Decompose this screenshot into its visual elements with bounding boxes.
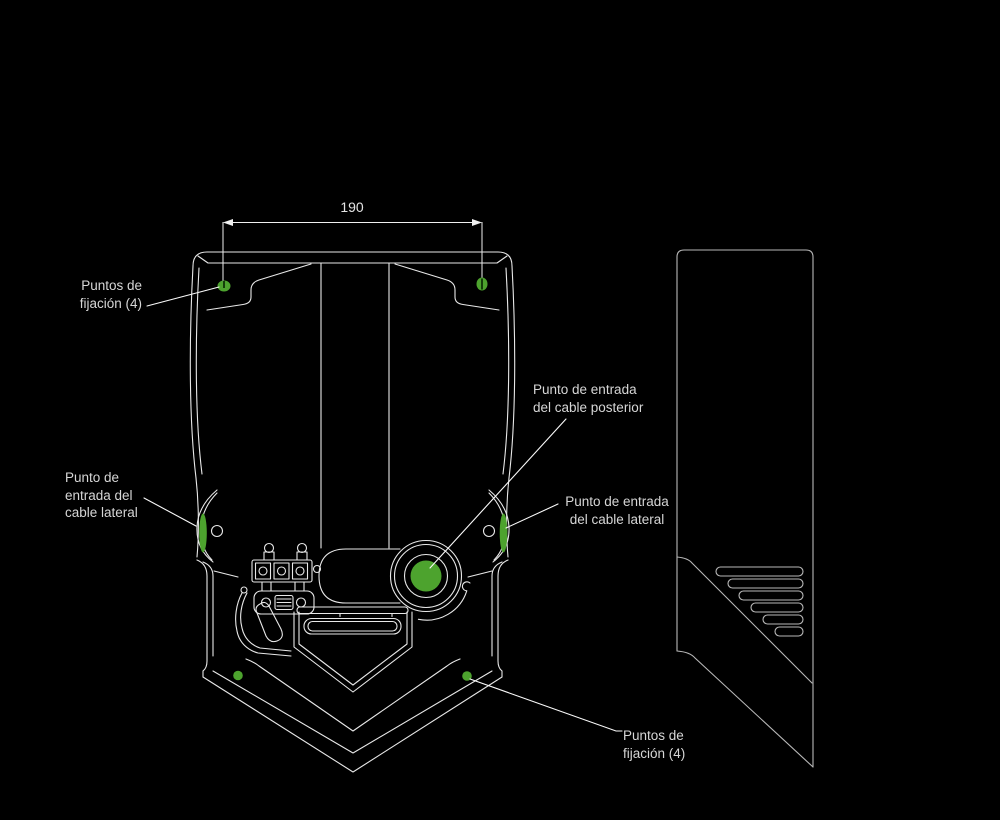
dimension-arrow-right bbox=[472, 219, 482, 226]
terminal-cell-1 bbox=[254, 562, 272, 580]
top-pocket-right bbox=[394, 263, 500, 311]
vent-slot-1 bbox=[715, 566, 804, 577]
hook-knob bbox=[240, 586, 248, 594]
vent-slot-4 bbox=[750, 602, 804, 613]
dimension-lines bbox=[222, 219, 483, 281]
terminal-hole-2 bbox=[276, 566, 287, 576]
body-right-inner-edge bbox=[502, 267, 510, 475]
fixing-point-bottom-left bbox=[233, 670, 243, 681]
body-left-edge bbox=[189, 265, 199, 558]
right-bulge-shelf bbox=[467, 570, 493, 578]
label-line: Punto de entrada bbox=[565, 494, 669, 509]
hook-inner bbox=[240, 592, 292, 652]
leader-side-entry-left bbox=[143, 497, 197, 527]
gland-stadium bbox=[318, 548, 401, 604]
bottom-v-outer bbox=[202, 676, 503, 773]
left-rail-inner bbox=[202, 561, 214, 657]
leader-fixing-top bbox=[146, 286, 220, 307]
terminal-stem-left bbox=[263, 551, 275, 561]
right-rail-inner bbox=[491, 561, 503, 657]
din-clip bbox=[274, 594, 294, 611]
vent-slot-3 bbox=[738, 590, 804, 601]
body-top-inner-line bbox=[197, 255, 508, 264]
vent-slot-2 bbox=[727, 578, 804, 589]
hook-teardrop bbox=[255, 601, 283, 643]
slot-bar-thin bbox=[296, 606, 409, 615]
hook-outer bbox=[235, 592, 292, 657]
central-channel bbox=[320, 262, 390, 549]
label-fixing-points-top: Puntos de fijación (4) bbox=[38, 277, 142, 312]
label-line: Puntos de bbox=[81, 278, 142, 293]
rear-cable-entry-marker bbox=[410, 560, 442, 592]
left-rail bbox=[196, 559, 208, 678]
label-line: entrada del bbox=[65, 487, 133, 503]
terminal-hole-3 bbox=[295, 566, 305, 576]
top-pocket-left bbox=[206, 263, 312, 311]
left-bulge-shelf bbox=[213, 570, 239, 578]
terminal-block bbox=[251, 542, 322, 615]
terminal-cell-3 bbox=[291, 562, 309, 580]
fixing-point-bottom-right bbox=[462, 671, 472, 681]
terminal-hole-1 bbox=[258, 566, 268, 576]
body-left-inner-edge bbox=[195, 267, 203, 475]
left-bulge-hole bbox=[210, 524, 224, 538]
terminal-foot-left bbox=[261, 581, 272, 592]
label-line: Punto de entrada bbox=[533, 382, 637, 397]
label-line: del cable lateral bbox=[569, 511, 665, 527]
side-cable-entry-left-marker bbox=[199, 513, 207, 553]
label-line: Puntos de bbox=[623, 728, 684, 743]
label-line: cable lateral bbox=[65, 505, 138, 520]
din-clip-ridges bbox=[276, 598, 292, 607]
side-cable-entry-right-marker bbox=[499, 513, 508, 553]
right-rail bbox=[497, 559, 509, 678]
terminal-foot-right bbox=[294, 581, 305, 592]
label-side-entry-left: Punto de entrada del cable lateral bbox=[65, 469, 138, 522]
leader-lines bbox=[143, 286, 623, 732]
dimension-value: 190 bbox=[340, 199, 364, 215]
leader-side-entry-right bbox=[505, 503, 559, 529]
terminal-screw-left bbox=[263, 542, 275, 554]
slot-bar-ticks bbox=[339, 612, 393, 618]
leader-fixing-bottom bbox=[469, 678, 623, 732]
din-hole-right bbox=[295, 597, 307, 608]
terminal-cell-2 bbox=[273, 562, 290, 580]
body-top-edge bbox=[192, 251, 513, 267]
vent-slot-6 bbox=[774, 626, 804, 637]
label-side-entry-right: Punto de entrada del cable lateral bbox=[557, 493, 677, 528]
inner-plate-inner bbox=[298, 611, 408, 686]
inner-plate-outer bbox=[293, 611, 413, 693]
dimension-arrow-left bbox=[223, 219, 233, 226]
side-bottom-bevel-inner bbox=[676, 556, 813, 684]
label-line: fijación (4) bbox=[623, 745, 686, 761]
terminal-screw-right bbox=[296, 542, 308, 554]
gland-ring-small bbox=[403, 553, 449, 599]
terminal-stem-right bbox=[296, 551, 308, 561]
side-body-outline bbox=[676, 249, 814, 768]
left-bulge-outer bbox=[196, 489, 218, 563]
bottom-v-inner bbox=[212, 670, 493, 754]
terminal-side-hole bbox=[312, 564, 322, 574]
side-bottom-bevel-outer bbox=[676, 650, 814, 768]
leader-rear-entry bbox=[429, 418, 567, 569]
din-hole-left bbox=[260, 597, 272, 608]
entry-and-fixing-markers bbox=[199, 277, 508, 681]
label-rear-entry: Punto de entrada del cable posterior bbox=[533, 381, 643, 416]
terminal-body bbox=[251, 559, 313, 583]
vent-slot-5 bbox=[762, 614, 804, 625]
rear-view-drawing bbox=[189, 251, 516, 773]
label-fixing-points-bottom: Puntos de fijación (4) bbox=[623, 727, 685, 762]
label-line: del cable posterior bbox=[533, 399, 644, 415]
gland-ring-outer bbox=[389, 539, 463, 613]
gland-ring-mid bbox=[393, 543, 459, 609]
gland-curl-arc bbox=[417, 581, 471, 621]
right-bulge-hole bbox=[482, 524, 496, 538]
label-line: fijación (4) bbox=[79, 295, 142, 311]
slot-bar-inner bbox=[307, 620, 398, 632]
slot-bar-outer bbox=[303, 617, 402, 635]
din-bracket bbox=[253, 590, 315, 615]
bottom-v-cover bbox=[245, 658, 461, 732]
side-view-drawing bbox=[676, 249, 814, 768]
label-line: Punto de bbox=[65, 470, 120, 485]
